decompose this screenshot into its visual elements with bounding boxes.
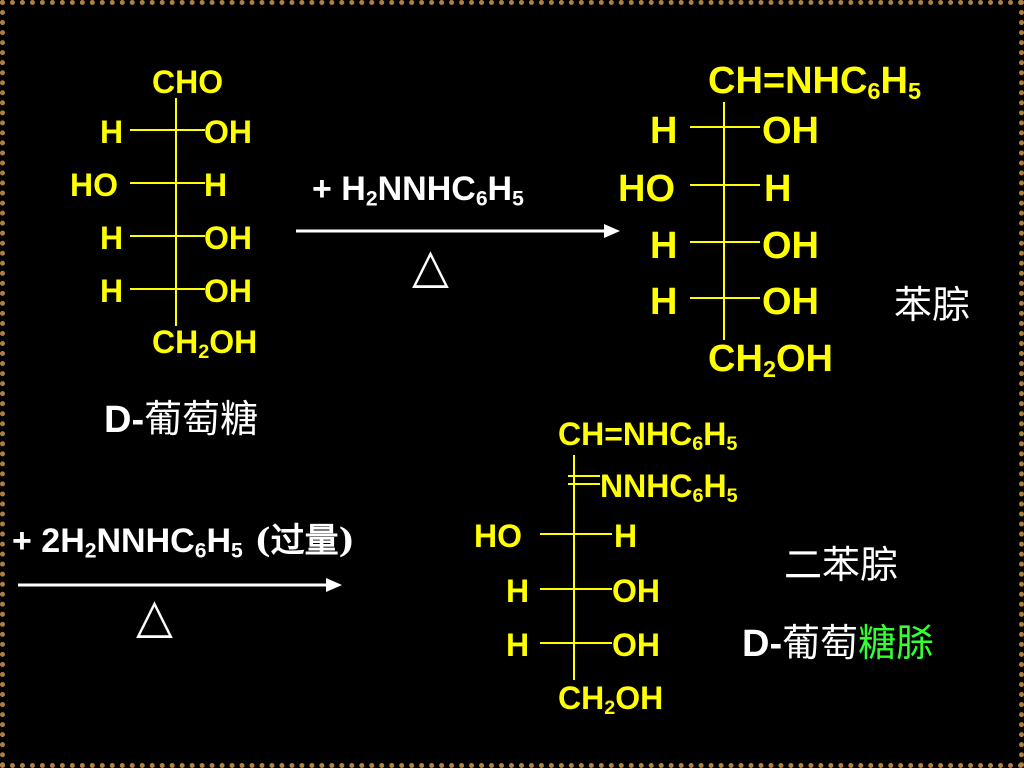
reaction-arrow-1 xyxy=(296,224,620,238)
osazone-bottom-group: CH2OH xyxy=(558,680,664,719)
osazone-row1-right: H xyxy=(614,518,638,554)
reaction-arrow-2 xyxy=(18,578,342,592)
hydrazone-row4-right: OH xyxy=(762,281,819,323)
hydrazone-row2-right: H xyxy=(764,168,792,210)
hydrazone-row4-left: H xyxy=(650,281,678,323)
glucose-row2-right: H xyxy=(204,167,228,203)
hydrazone-row1-right: OH xyxy=(762,110,819,152)
reagent-excess-phenylhydrazine: + 2H2NNHC6H5 (过量) xyxy=(12,521,355,563)
hydrazone-row3-left: H xyxy=(650,225,678,267)
hydrazone-row3-right: OH xyxy=(762,225,819,267)
glucose-row3-left: H xyxy=(100,220,124,256)
osazone-full-name: D-葡萄糖脎 xyxy=(742,621,935,665)
hydrazone-top-group: CH=NHC6H5 xyxy=(708,60,922,104)
heat-symbol-2: △ xyxy=(136,588,173,644)
reagent-phenylhydrazine: + H2NNHC6H5 xyxy=(312,170,524,211)
glucose-name: D-葡萄糖 xyxy=(104,397,259,441)
osazone-second-group: NNHC6H5 xyxy=(600,468,738,507)
glucose-row2-left: HO xyxy=(70,167,118,203)
osazone-row1-left: HO xyxy=(474,518,522,554)
osazone-top-group: CH=NHC6H5 xyxy=(558,416,738,455)
osazone-row2-right: OH xyxy=(612,573,660,609)
glucose-bottom-group: CH2OH xyxy=(152,324,258,363)
heat-symbol-1: △ xyxy=(412,238,449,294)
glucose-row4-left: H xyxy=(100,273,124,309)
osazone-row2-left: H xyxy=(506,573,530,609)
osazone-row3-left: H xyxy=(506,627,530,663)
hydrazone-row1-left: H xyxy=(650,110,678,152)
glucose-row1-left: H xyxy=(100,114,124,150)
hydrazone-row2-left: HO xyxy=(618,168,675,210)
glucose-row1-right: OH xyxy=(204,114,252,150)
hydrazone-bottom-group: CH2OH xyxy=(708,338,833,382)
glucose-row4-right: OH xyxy=(204,273,252,309)
glucose-top-group: CHO xyxy=(152,64,224,100)
glucose-row3-right: OH xyxy=(204,220,252,256)
hydrazone-name: 苯腙 xyxy=(894,283,971,327)
osazone-name: 二苯腙 xyxy=(784,543,899,587)
osazone-row3-right: OH xyxy=(612,627,660,663)
